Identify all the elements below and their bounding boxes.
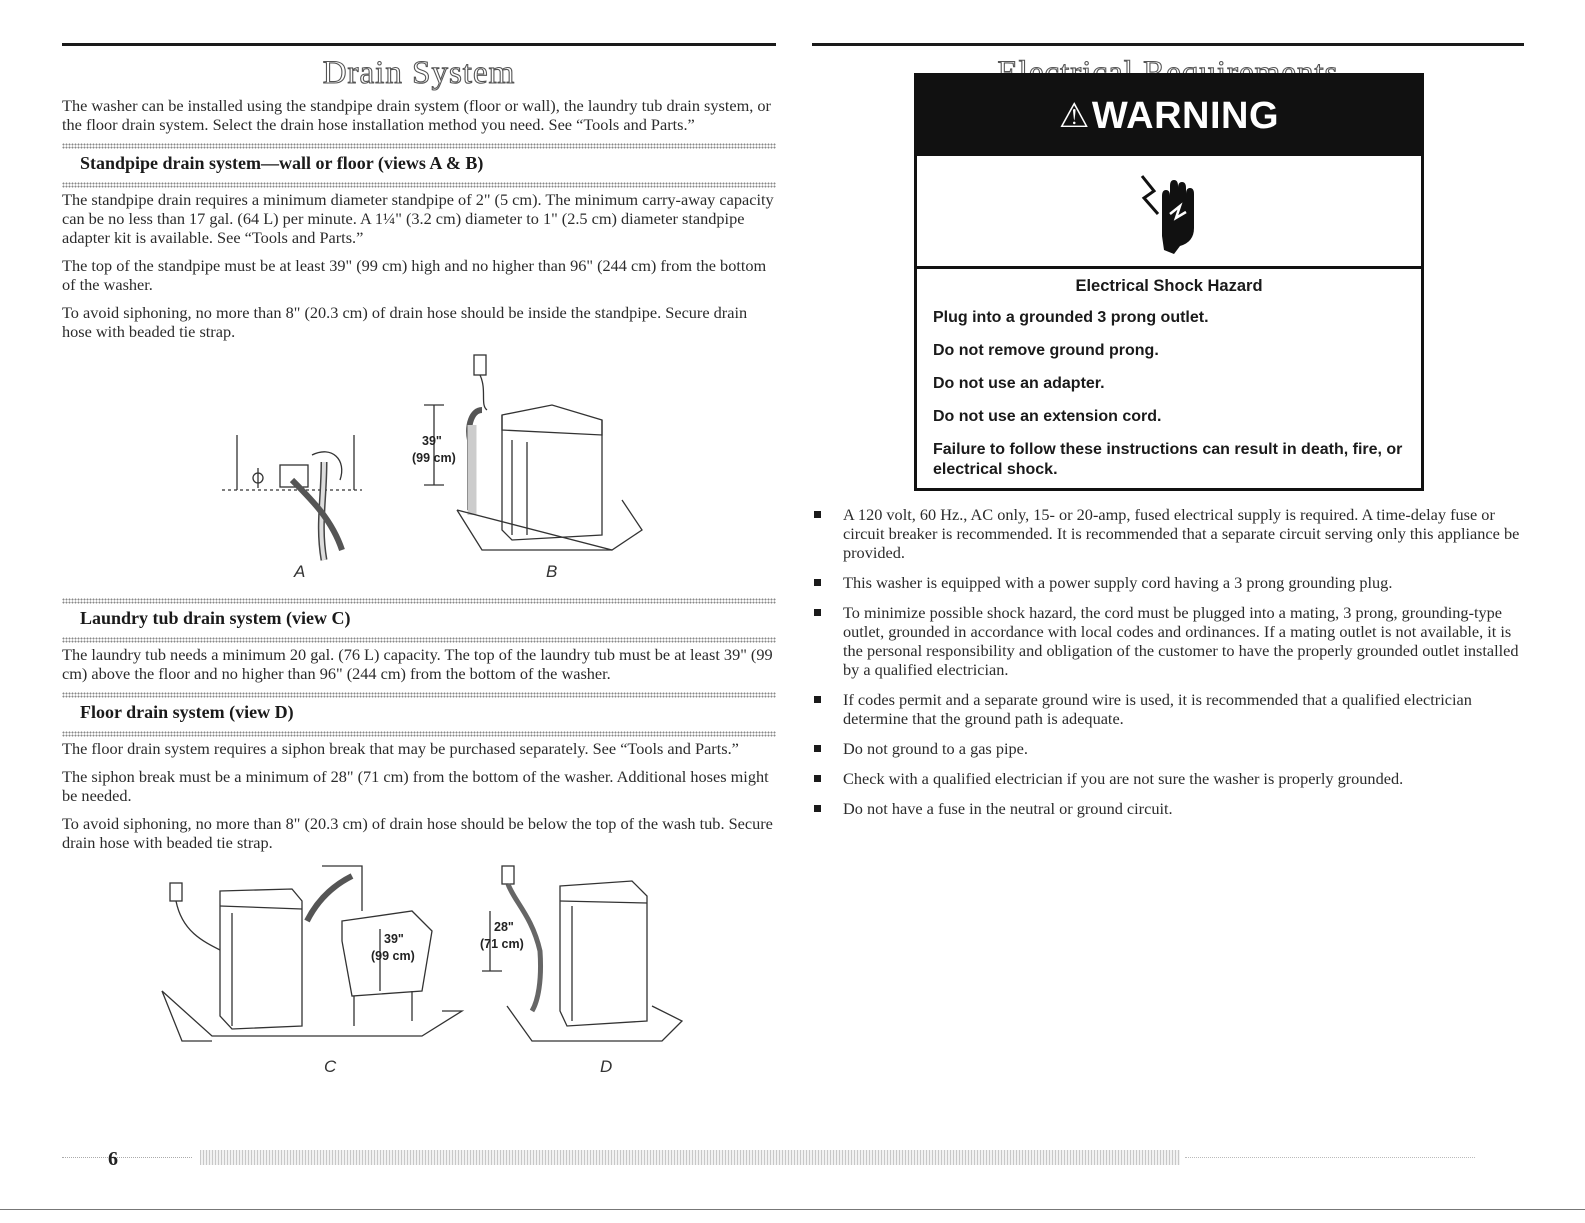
floor-drain-heading: Floor drain system (view D)	[80, 702, 294, 722]
dotted-divider	[62, 731, 776, 737]
bullet-square-icon	[814, 696, 821, 703]
drain-system-column: Drain System The washer can be installed…	[62, 0, 776, 1081]
dim-b-cm: (99 cm)	[412, 451, 456, 465]
warning-line: Plug into a grounded 3 prong outlet.	[933, 309, 1209, 326]
standpipe-p3: To avoid siphoning, no more than 8" (20.…	[62, 303, 748, 341]
bullet-square-icon	[814, 805, 821, 812]
warning-box: ⚠ WARNING Electrical Shock Hazard Plug i…	[914, 73, 1424, 491]
dotted-divider	[62, 182, 776, 188]
bullet-square-icon	[814, 745, 821, 752]
list-item: A 120 volt, 60 Hz., AC only, 15- or 20-a…	[812, 505, 1524, 562]
top-rule	[62, 43, 776, 46]
figure-views-a-b: 39" (99 cm) A B	[62, 350, 776, 590]
dotted-divider	[62, 637, 776, 643]
dim-d-cm: (71 cm)	[480, 937, 524, 951]
warning-line: Failure to follow these instructions can…	[933, 441, 1403, 478]
warning-header: ⚠ WARNING	[917, 76, 1421, 156]
dim-c-cm: (99 cm)	[371, 949, 415, 963]
standpipe-heading: Standpipe drain system—wall or floor (vi…	[80, 153, 484, 173]
dim-c-inch: 39"	[384, 932, 404, 946]
caption-a: A	[294, 562, 306, 581]
floor-p1: The floor drain system requires a siphon…	[62, 739, 739, 758]
laundry-floor-illustration: 39" (99 cm) 28" (71 cm)	[161, 865, 684, 1042]
list-item: Check with a qualified electrician if yo…	[812, 769, 1524, 788]
shock-hazard-icon	[917, 156, 1421, 269]
bullet-square-icon	[814, 579, 821, 586]
standpipe-p1: The standpipe drain requires a minimum d…	[62, 190, 774, 247]
warning-line: Do not remove ground prong.	[933, 342, 1159, 359]
dim-b-inch: 39"	[422, 434, 442, 448]
standpipe-p2: The top of the standpipe must be at leas…	[62, 256, 767, 294]
dotted-divider	[62, 692, 776, 698]
list-item: This washer is equipped with a power sup…	[812, 573, 1524, 592]
floor-p2: The siphon break must be a minimum of 28…	[62, 767, 769, 805]
dotted-divider	[62, 143, 776, 149]
floor-p3: To avoid siphoning, no more than 8" (20.…	[62, 814, 773, 852]
top-rule	[812, 43, 1524, 46]
electrical-bullets: A 120 volt, 60 Hz., AC only, 15- or 20-a…	[812, 505, 1524, 829]
bullet-square-icon	[814, 609, 821, 616]
list-item: To minimize possible shock hazard, the c…	[812, 603, 1524, 679]
caption-d: D	[600, 1057, 613, 1076]
bottom-edge-line	[0, 1209, 1585, 1210]
footer-dotted-line	[1185, 1157, 1475, 1158]
dim-d-inch: 28"	[494, 920, 514, 934]
warning-label: WARNING	[1091, 94, 1280, 137]
drain-system-title: Drain System	[322, 54, 516, 91]
caption-c: C	[324, 1057, 337, 1076]
warning-line: Do not use an extension cord.	[933, 408, 1162, 425]
list-item: Do not ground to a gas pipe.	[812, 739, 1524, 758]
electrical-column: Electrical Requirements ⚠ WARNING Electr…	[812, 0, 1524, 1140]
drain-intro: The washer can be installed using the st…	[62, 96, 771, 134]
warning-text: Electrical Shock Hazard Plug into a grou…	[917, 269, 1421, 480]
warning-line: Do not use an adapter.	[933, 375, 1105, 392]
figure-views-c-d: 39" (99 cm) 28" (71 cm) C D	[62, 861, 776, 1081]
bullet-square-icon	[814, 775, 821, 782]
list-item: If codes permit and a separate ground wi…	[812, 690, 1524, 728]
bullet-square-icon	[814, 511, 821, 518]
caption-b: B	[546, 562, 558, 581]
page-number: 6	[108, 1148, 118, 1170]
standpipe-illustration: 39" (99 cm)	[222, 354, 643, 561]
hazard-title: Electrical Shock Hazard	[1075, 277, 1263, 295]
laundry-p1: The laundry tub needs a minimum 20 gal. …	[62, 645, 773, 683]
warning-triangle-icon: ⚠	[1058, 97, 1090, 135]
footer-decorative-bar	[200, 1150, 1180, 1165]
laundry-tub-heading: Laundry tub drain system (view C)	[80, 608, 351, 628]
footer-dotted-line	[62, 1157, 192, 1158]
dotted-divider	[62, 598, 776, 604]
list-item: Do not have a fuse in the neutral or gro…	[812, 799, 1524, 818]
